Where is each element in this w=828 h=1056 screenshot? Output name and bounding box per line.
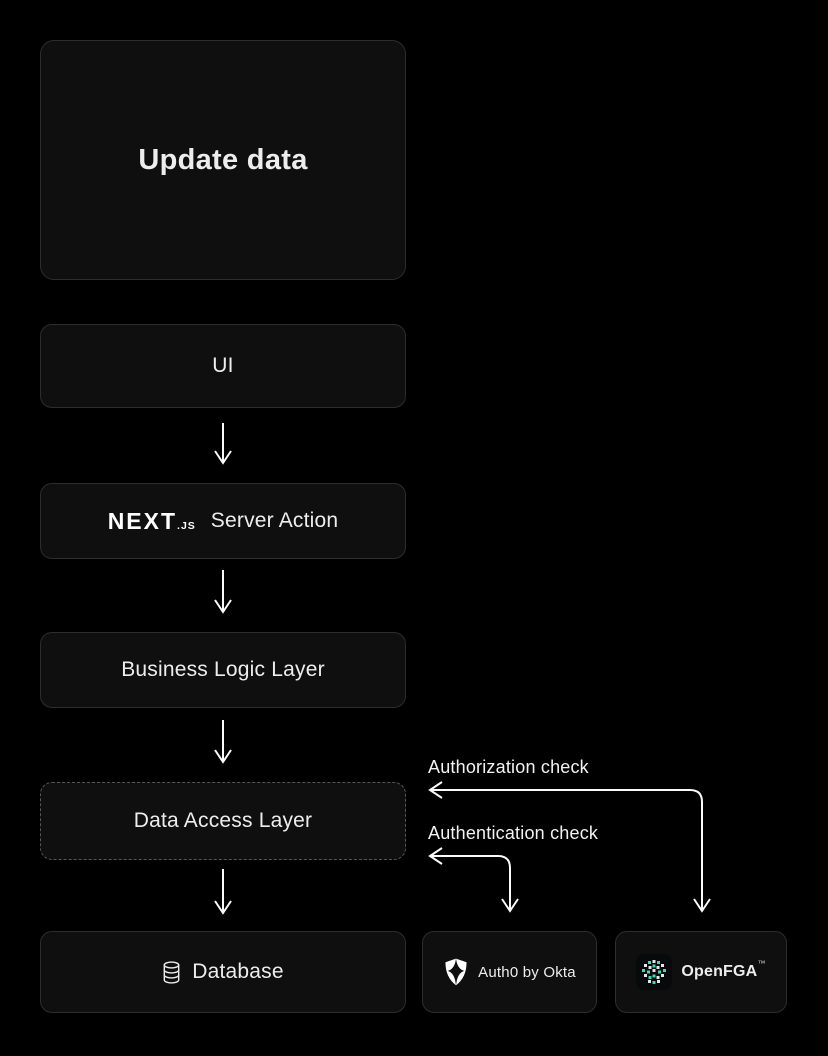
data-access-label: Data Access Layer [133,809,313,832]
nextjs-brand-text: NEXT [107,507,178,534]
nextjs-brand-suffix: .JS [177,519,196,532]
node-ui: UI [40,324,406,408]
node-auth0: Auth0 by Okta [422,931,597,1013]
openfga-trademark: ™ [757,959,766,968]
authentication-check-label: Authentication check [428,823,599,843]
nextjs-wordmark-icon: NEXT .JS [108,508,196,535]
node-data-access-layer: Data Access Layer [40,782,406,860]
arrow-authorization-check [428,781,711,913]
node-database: Database [40,931,406,1013]
node-business-logic-layer: Business Logic Layer [40,632,406,708]
node-openfga: OpenFGA™ [615,931,787,1013]
update-data-label: Update data [138,143,308,176]
database-cylinder-icon [162,960,181,984]
auth0-label: Auth0 by Okta [478,963,576,981]
business-logic-label: Business Logic Layer [121,658,325,681]
database-label: Database [192,960,284,983]
openfga-pixel-grid-icon [636,954,673,990]
ui-label: UI [212,354,234,377]
arrow-authentication-check [428,847,519,913]
server-action-label: Server Action [210,509,339,532]
auth0-shield-icon [443,958,469,986]
node-server-action: NEXT .JS Server Action [40,483,406,559]
node-update-data: Update data [40,40,406,280]
openfga-label: OpenFGA™ [681,959,766,980]
authorization-check-label: Authorization check [428,757,589,777]
